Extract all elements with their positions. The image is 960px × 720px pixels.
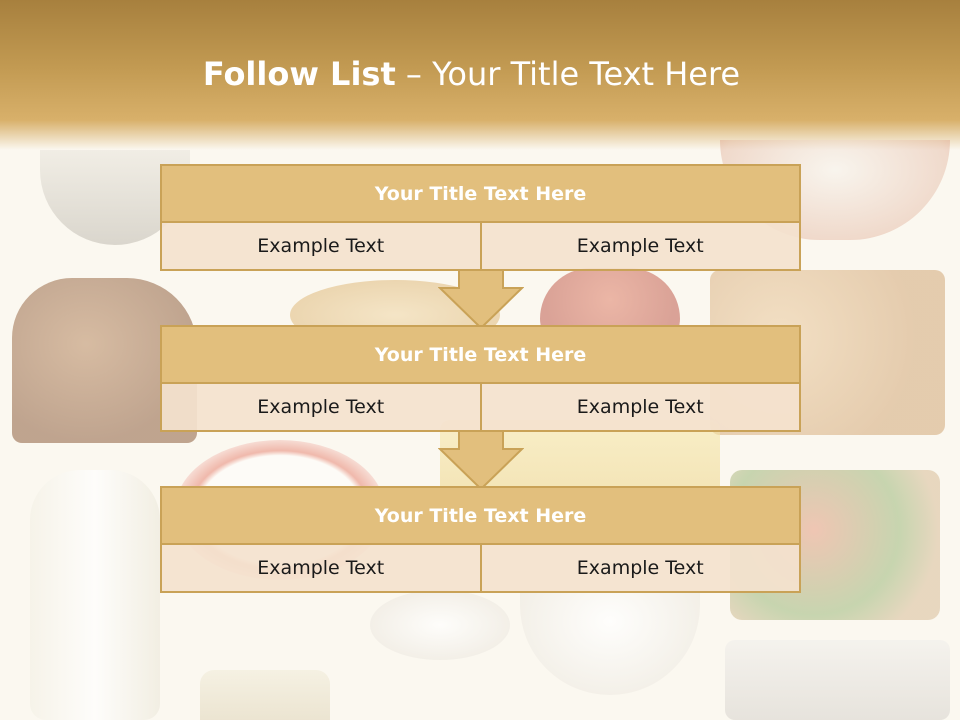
step-cell-right: Example Text [479, 223, 800, 269]
step-cell-left: Example Text [257, 396, 385, 418]
step-box-1[interactable]: Your Title Text Here Example Text Exampl… [160, 164, 801, 271]
step-cell-right: Example Text [479, 545, 800, 591]
step-title: Your Title Text Here [162, 488, 799, 545]
milk-bottle-image [30, 470, 160, 720]
step-row: Example Text Example Text [162, 545, 799, 591]
slide-title-rest: – Your Title Text Here [395, 55, 741, 93]
tray-image [725, 640, 950, 720]
slide-title[interactable]: Follow List – Your Title Text Here [0, 55, 943, 93]
step-cell-left: Example Text [257, 235, 385, 257]
down-arrow-icon [438, 431, 524, 491]
step-box-2[interactable]: Your Title Text Here Example Text Exampl… [160, 325, 801, 432]
down-arrow-icon [438, 270, 524, 330]
step-title: Your Title Text Here [162, 166, 799, 223]
step-cell-right: Example Text [479, 384, 800, 430]
jar-image [200, 670, 330, 720]
step-box-3[interactable]: Your Title Text Here Example Text Exampl… [160, 486, 801, 593]
header-band [0, 0, 960, 150]
eggs-image [370, 590, 510, 660]
step-row: Example Text Example Text [162, 223, 799, 269]
slide-title-bold: Follow List [202, 55, 396, 93]
step-title: Your Title Text Here [162, 327, 799, 384]
step-row: Example Text Example Text [162, 384, 799, 430]
step-cell-left: Example Text [257, 557, 385, 579]
cottage-cheese-image [520, 590, 700, 695]
